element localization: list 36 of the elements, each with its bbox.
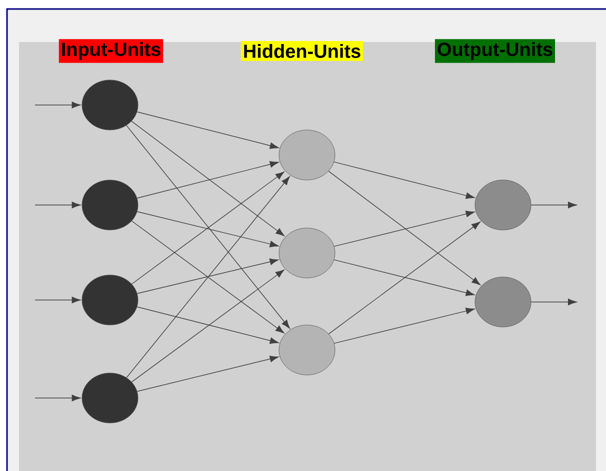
layer-heading: Output-Units bbox=[434, 39, 556, 63]
arrow bbox=[328, 170, 481, 286]
arrow bbox=[136, 306, 279, 344]
arrow bbox=[34, 202, 81, 208]
arrow bbox=[334, 162, 475, 199]
neuron-circle bbox=[82, 372, 138, 424]
arrow bbox=[136, 112, 279, 149]
neuron-circle bbox=[278, 324, 336, 376]
neuron-circle bbox=[474, 276, 532, 328]
arrow bbox=[131, 120, 285, 236]
arrow bbox=[126, 176, 290, 378]
arrow bbox=[131, 172, 284, 284]
arrow bbox=[334, 308, 475, 344]
neuron-circle bbox=[474, 180, 532, 230]
arrow bbox=[131, 220, 284, 334]
arrow bbox=[530, 202, 577, 208]
neuron-circle bbox=[82, 274, 138, 326]
layer-heading: Hidden-Units bbox=[240, 41, 364, 61]
arrow bbox=[334, 259, 475, 296]
arrow bbox=[136, 211, 279, 248]
neuron-circle bbox=[82, 80, 138, 130]
arrow bbox=[34, 296, 81, 304]
arrow bbox=[136, 356, 279, 392]
arrow bbox=[131, 270, 284, 382]
arrow bbox=[334, 210, 475, 247]
arrow bbox=[136, 258, 279, 294]
arrow bbox=[34, 394, 81, 402]
arrow bbox=[126, 125, 290, 329]
neuron-circle bbox=[278, 130, 336, 180]
arrow bbox=[136, 161, 279, 198]
arrow bbox=[34, 102, 81, 108]
layer-heading: Input-Units bbox=[58, 39, 164, 63]
arrow bbox=[328, 222, 480, 334]
arrow bbox=[530, 298, 577, 306]
neuron-circle bbox=[278, 228, 336, 278]
neuron-circle bbox=[82, 180, 138, 230]
